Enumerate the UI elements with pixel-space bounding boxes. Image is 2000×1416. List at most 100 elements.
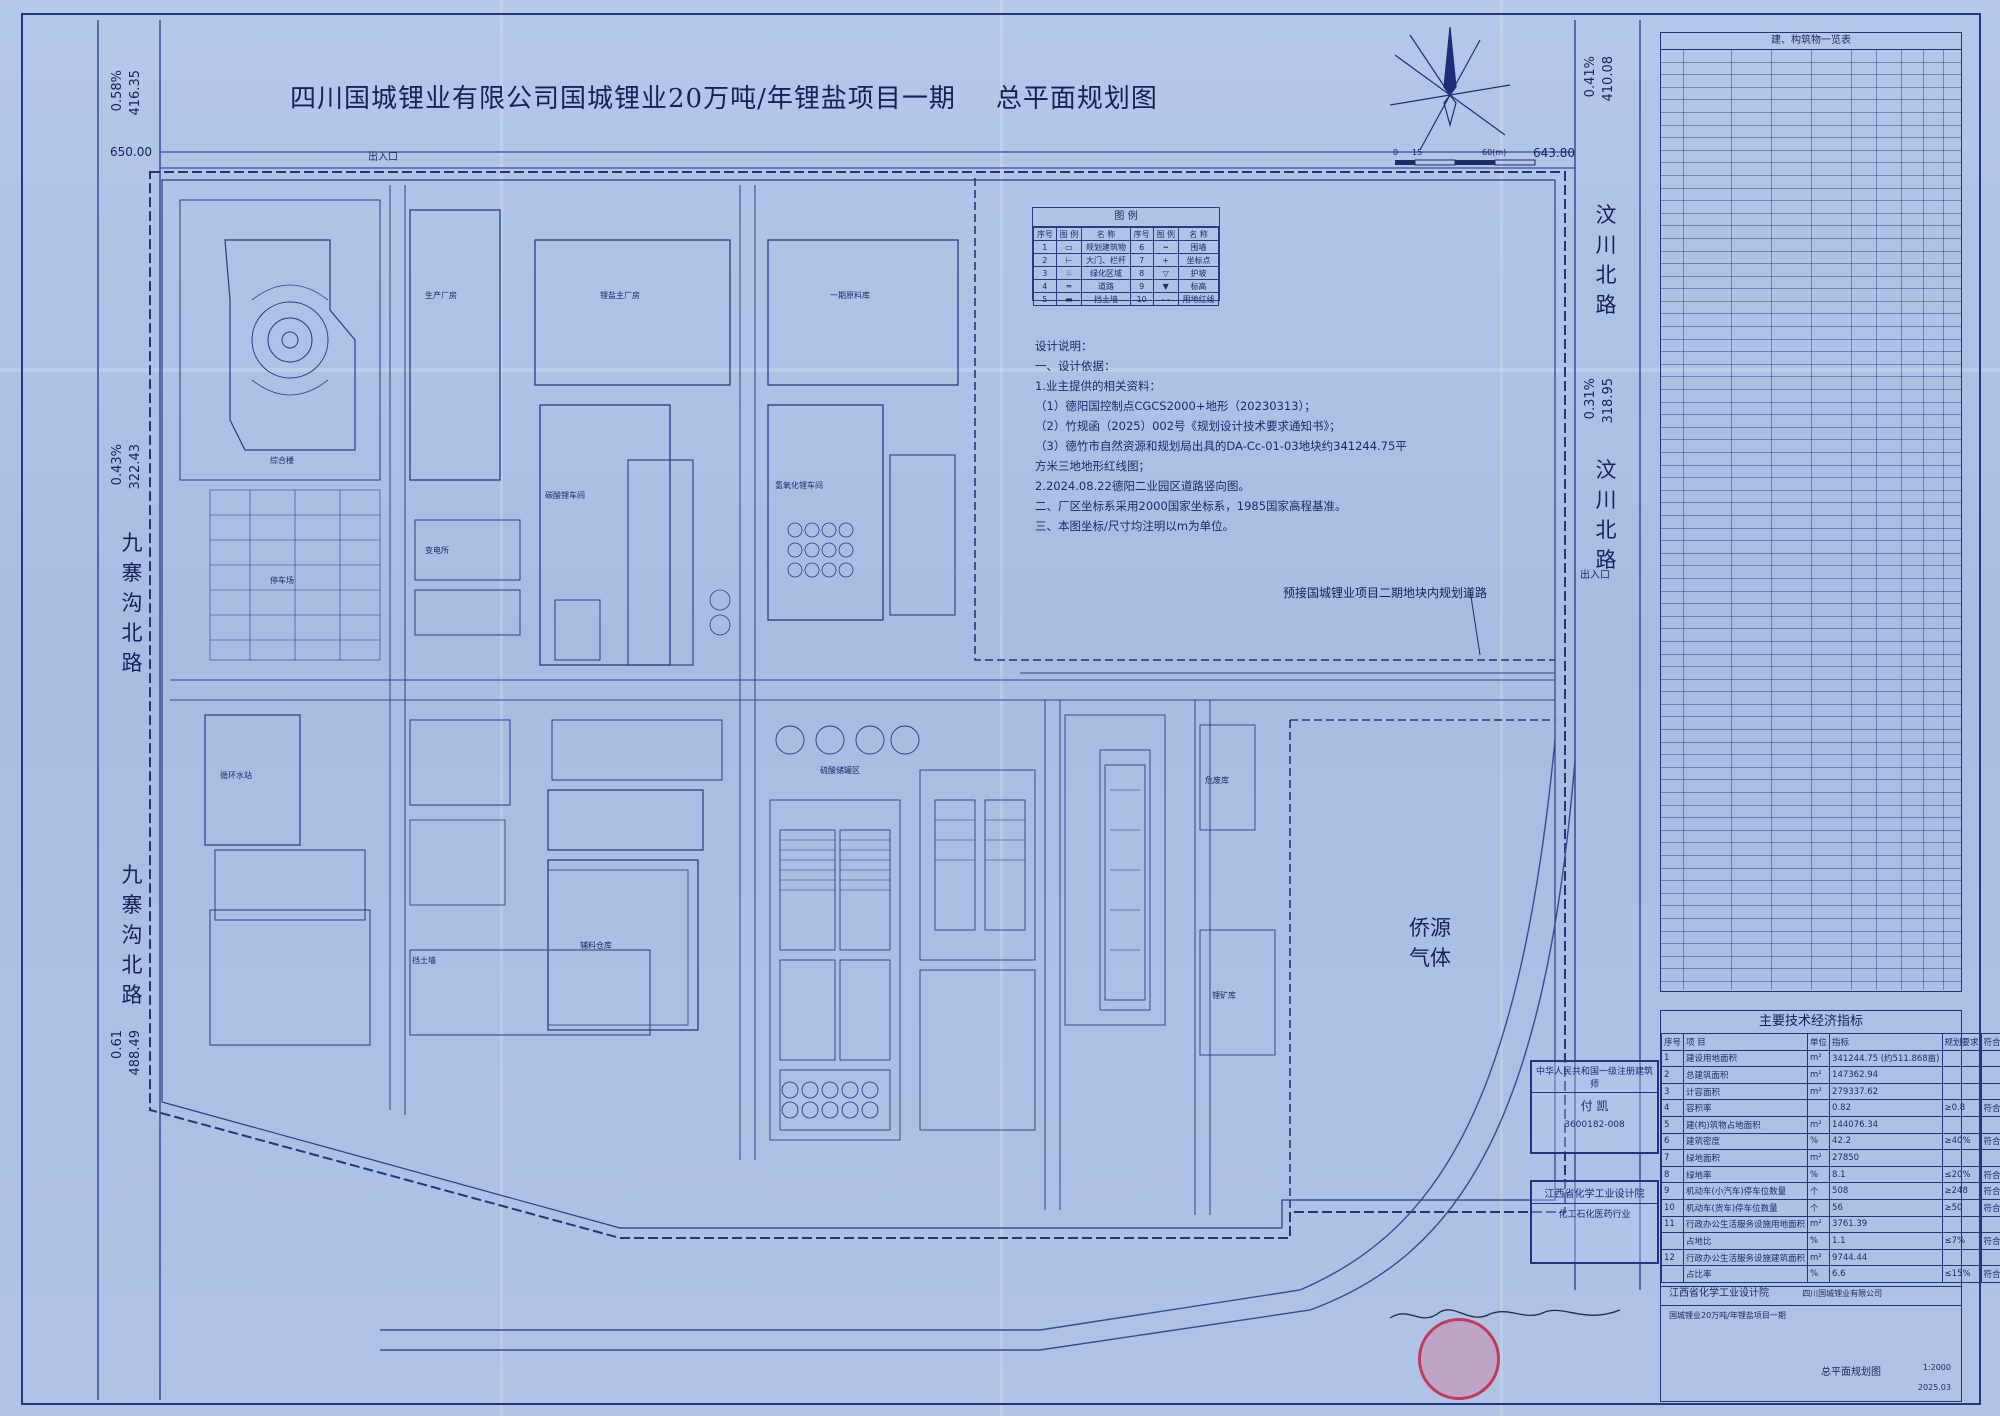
schedule-row [1661,692,1961,705]
legend-symbol: + [1152,253,1179,267]
building-label: 氢氧化锂车间 [775,481,823,490]
building-label: 生产厂房 [425,291,457,300]
indicator-cell: 27850 [1829,1149,1943,1167]
schedule-col [1771,50,1772,990]
legend-header: 图 例 [1152,227,1179,241]
indicator-cell: 建筑密度 [1683,1132,1809,1151]
building-label: 综合楼 [270,456,294,465]
schedule-row [1661,768,1961,781]
dim-left-top-val: 416.35 [128,70,143,116]
indicator-cell: 1.1 [1829,1232,1943,1250]
schedule-col [1811,50,1812,990]
legend-cell: 7 [1129,253,1154,267]
schedule-row [1661,100,1961,113]
schedule-row [1661,63,1961,76]
indicator-row: 占地比%1.1≤7%符合 [1660,1232,2000,1250]
schedule-row [1661,730,1961,743]
indicator-cell [1941,1049,1982,1068]
legend-symbol: ♧ [1055,266,1083,280]
indicator-cell [1980,1248,2000,1267]
stamp-number: 3600182-008 [1564,1120,1625,1130]
building-label: 辅料仓库 [580,941,612,950]
indicator-cell: ≥40% [1941,1132,1982,1151]
stamp-subtitle: 化工石化医药行业 [1558,1210,1631,1220]
link-road-note: 预接国城锂业项目二期地块内规划道路 [1283,586,1488,600]
road-east-label: 汶川北路 [1595,203,1617,317]
indicator-cell: 计容面积 [1683,1082,1809,1101]
schedule-title: 建、构筑物一览表 [1661,33,1961,50]
schedule-col [1901,50,1902,990]
indicator-cell [1941,1082,1982,1101]
indicator-cell: m² [1807,1049,1831,1068]
institute-stamp: 江西省化学工业设计院 化工石化医药行业 [1530,1180,1659,1264]
indicator-cell: m² [1807,1115,1831,1134]
schedule-row [1661,163,1961,176]
title-block-header: 江西省化学工业设计院 四川国城锂业有限公司 [1661,1283,1961,1306]
notes-line: 二、厂区坐标系采用2000国家坐标系，1985国家高程基准。 [1035,499,1347,513]
indicator-cell: 508 [1829,1182,1943,1200]
drawing-name: 总平面规划图 [1821,1367,1881,1378]
legend-cell: 挡土墙 [1081,292,1131,306]
schedule-row [1661,843,1961,856]
legend-header: 名 称 [1177,227,1220,241]
legend-cell: 用地红线 [1177,292,1220,306]
indicator-cell [1941,1115,1982,1134]
title-main: 四川国城锂业有限公司国城锂业20万吨/年锂盐项目一期 [290,84,956,114]
indicator-cell: 3761.39 [1829,1215,1943,1234]
indicator-cell: m² [1807,1215,1831,1234]
indicator-cell: % [1807,1132,1831,1151]
building-label: 锂矿库 [1212,991,1236,1000]
schedule-row [1661,239,1961,252]
schedule-row [1661,667,1961,680]
indicator-cell: 行政办公生活服务设施用地面积 [1683,1215,1809,1234]
schedule-row [1661,151,1961,164]
indicator-cell: 容积率 [1683,1099,1809,1117]
legend-cell: 10 [1129,292,1154,306]
legend-cell: 围墙 [1177,240,1220,254]
schedule-col [1923,50,1924,990]
building-label: 一期原料库 [830,291,870,300]
indicator-cell [1980,1049,2000,1068]
legend-title: 图 例 [1033,208,1219,227]
indicator-cell: 总建筑面积 [1683,1066,1809,1084]
schedule-rows [1661,50,1961,990]
indicator-cell: ≥248 [1941,1182,1982,1200]
legend-symbol: ▬ [1055,292,1083,306]
schedule-row [1661,717,1961,731]
indicator-cell: 占地比 [1683,1232,1809,1250]
title-block: 江西省化学工业设计院 四川国城锂业有限公司 国城锂业20万吨/年锂盐项目一期 总… [1660,1282,1962,1402]
indicator-cell: 9744.44 [1829,1248,1943,1267]
building-label: 循环水站 [220,771,252,780]
schedule-row [1661,906,1961,919]
notes-line: 2.2024.08.22德阳二业园区道路竖向图。 [1035,479,1250,493]
building-label: 硫酸储罐区 [820,766,860,775]
schedule-row [1661,831,1961,844]
schedule-row [1661,189,1961,202]
legend-cell: 5 [1033,292,1057,306]
indicator-cell: 3 [1660,1082,1685,1101]
dim-right-mid-pct: 0.31% [1583,378,1598,420]
indicator-cell: 绿地率 [1683,1165,1809,1184]
legend-cell: 标高 [1177,279,1220,293]
indicator-row: 占比率%6.6≤15%符合 [1660,1265,2000,1283]
schedule-row [1661,780,1961,794]
indicator-cell: 6.6 [1829,1265,1943,1283]
paper-fold [1500,0,1503,1416]
indicator-cell: ≤20% [1941,1165,1982,1184]
legend-symbol: ▭ [1055,240,1083,254]
building-label: 碳酸锂车间 [545,491,585,500]
indicator-cell [1660,1232,1685,1250]
schedule-row [1661,932,1961,945]
paper-fold [500,0,503,1416]
dim-right-top-val: 410.08 [1601,56,1616,102]
road-east-label-2: 汶川北路 [1595,458,1617,572]
schedule-row [1661,478,1961,491]
indicator-cell: 7 [1660,1149,1685,1167]
